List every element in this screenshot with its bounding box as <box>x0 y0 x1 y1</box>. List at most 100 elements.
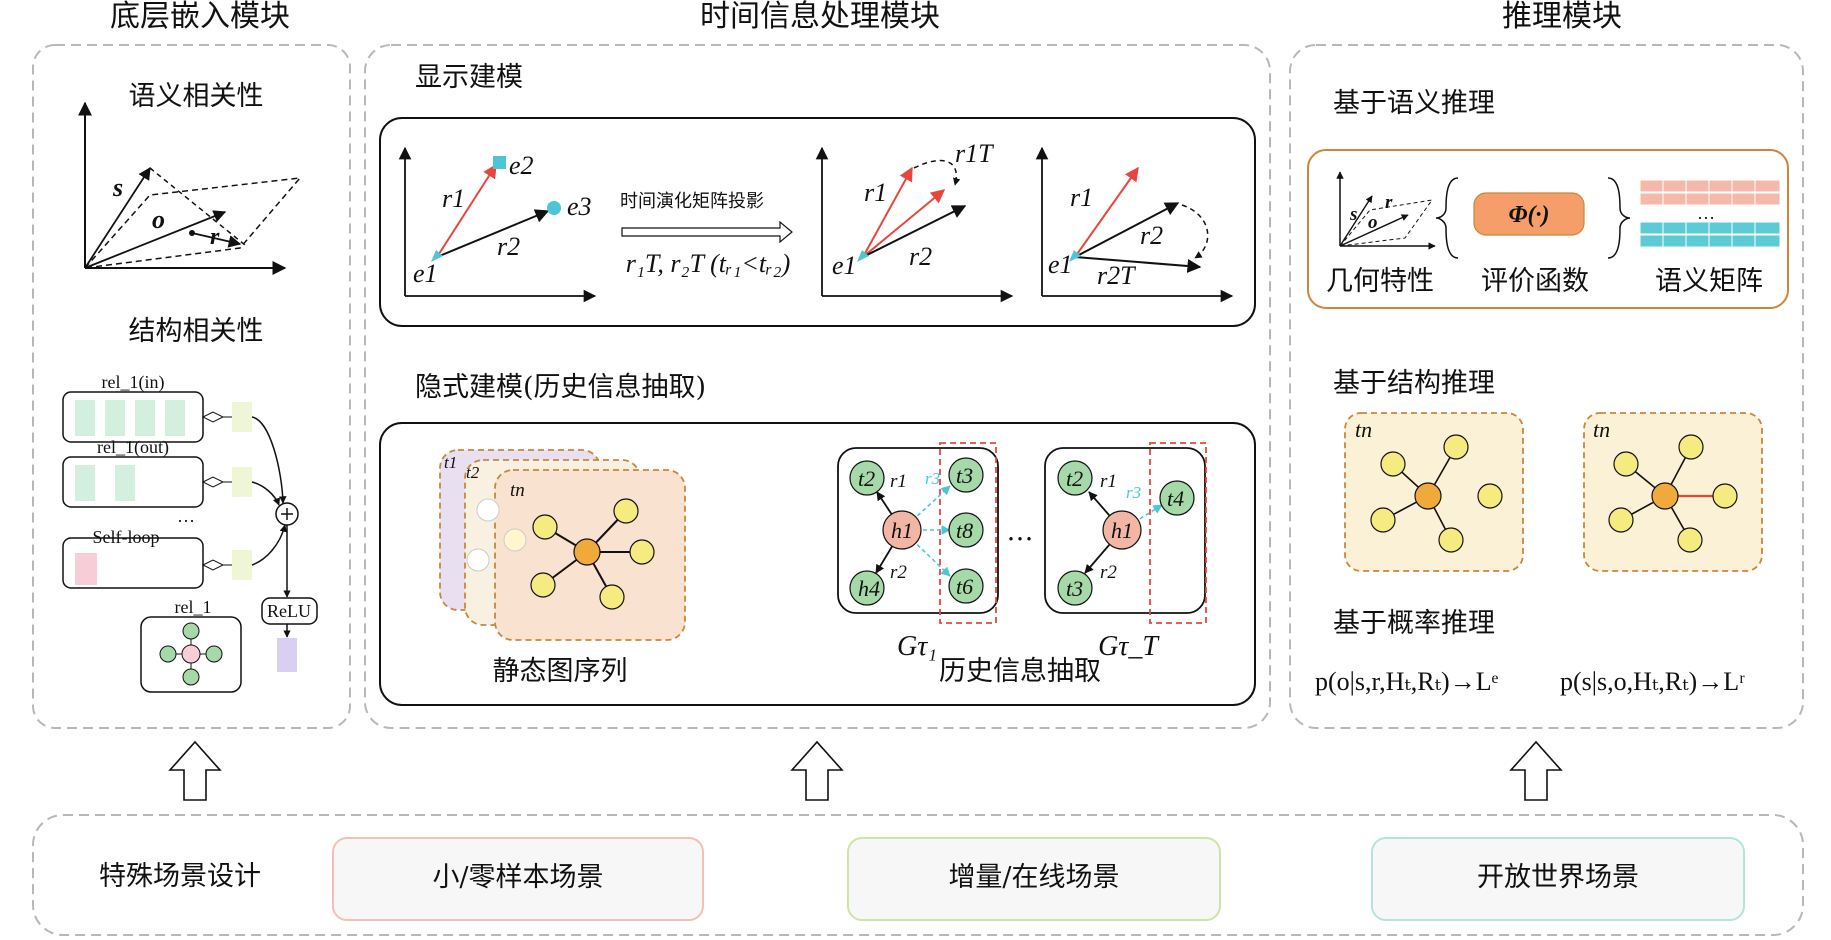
projection-formula: r₁T, r₂T (tᵣ₁<tᵣ₂) <box>626 249 791 278</box>
r1-label: r1 <box>442 184 465 213</box>
semantic-reasoning-title: 基于语义推理 <box>1333 88 1495 119</box>
rel-in-label: rel_1(in) <box>102 372 165 393</box>
g1-t2-label: t2 <box>858 466 875 491</box>
explicit-modeling-title: 显示建模 <box>415 62 523 93</box>
g-tau-T-label: Gτ_T <box>1098 631 1160 662</box>
tn-label: tn <box>510 480 525 501</box>
t2-label: t2 <box>466 463 480 482</box>
r1T-label: r1T <box>955 139 994 168</box>
history-ellipsis: … <box>1007 516 1034 547</box>
phi-label: Φ(·) <box>1509 202 1550 228</box>
explicit-plot-initial <box>398 146 597 303</box>
projection-arrow <box>621 220 793 244</box>
semantic-correlation-title: 语义相关性 <box>129 81 264 112</box>
r2-label-3: r2 <box>1140 221 1163 250</box>
gT-t3-label: t3 <box>1066 576 1083 601</box>
history-graph-T <box>1044 442 1207 624</box>
e1-label: e1 <box>413 259 438 288</box>
geo-o-label: o <box>1368 212 1378 233</box>
r1-label-2: r1 <box>864 178 887 207</box>
relation-loss-formula: p(s|s,o,Hₜ,Rₜ)→Lʳ <box>1560 667 1745 696</box>
t1-label: t1 <box>444 453 457 472</box>
geo-s-label: s <box>1349 204 1357 225</box>
structure-graph-1 <box>1344 412 1524 572</box>
bottom-module-title: 底层嵌入模块 <box>110 0 290 34</box>
up-arrow-reasoning <box>1509 740 1563 801</box>
e1-label-3: e1 <box>1048 250 1073 279</box>
g1-t6-label: t6 <box>956 574 973 599</box>
scene-open-world <box>1371 837 1745 921</box>
g1-h4-label: h4 <box>858 576 880 601</box>
semantic-vector-plot <box>78 101 302 275</box>
bottom-module-panel <box>32 44 351 729</box>
scene-incremental-label: 增量/在线场景 <box>948 862 1119 893</box>
gT-h1-label: h1 <box>1111 518 1133 543</box>
explicit-modeling-box <box>379 117 1256 327</box>
history-extraction-label: 历史信息抽取 <box>939 656 1101 687</box>
sg2-tn-label: tn <box>1593 417 1610 442</box>
phi-box <box>1473 192 1585 236</box>
scene-open-world-label: 开放世界场景 <box>1477 862 1639 893</box>
scene-few-shot-label: 小/零样本场景 <box>432 862 603 893</box>
projection-label: 时间演化矩阵投影 <box>620 191 764 211</box>
g1-r2-label: r2 <box>890 562 907 583</box>
up-arrow-temporal <box>790 740 844 801</box>
rel-out-label: rel_1(out) <box>97 437 169 458</box>
special-scene-panel <box>32 814 1804 936</box>
self-loop-label: Self-loop <box>93 527 160 547</box>
g1-t8-label: t8 <box>956 518 973 543</box>
vector-s-label: s <box>112 173 123 202</box>
static-graph-sequence <box>439 449 686 641</box>
structure-reasoning-title: 基于结构推理 <box>1333 368 1495 399</box>
g1-h1-label: h1 <box>891 518 913 543</box>
vector-r-label: r <box>210 224 220 250</box>
structure-graph-2 <box>1583 412 1763 572</box>
semantic-matrix-label: 语义矩阵 <box>1655 266 1763 297</box>
explicit-plot-rotated <box>815 146 1014 303</box>
explicit-plot-final <box>1035 146 1234 303</box>
vector-o-label: o <box>152 205 165 234</box>
r2T-label: r2T <box>1097 261 1136 290</box>
gT-t4-label: t4 <box>1167 486 1184 511</box>
left-brace <box>1435 177 1459 259</box>
geometric-property-label: 几何特性 <box>1326 266 1434 297</box>
gT-t2-label: t2 <box>1066 466 1083 491</box>
gT-r3-label: r3 <box>1126 483 1141 502</box>
g1-r1-label: r1 <box>890 471 907 492</box>
right-brace <box>1607 177 1631 259</box>
relations-ellipsis: … <box>177 506 195 526</box>
gT-r1-label: r1 <box>1100 471 1117 492</box>
g1-t3-label: t3 <box>956 463 973 488</box>
structure-correlation-title: 结构相关性 <box>129 316 264 347</box>
semantic-matrix <box>1639 179 1781 248</box>
e2-label: e2 <box>509 151 534 180</box>
history-graph-1 <box>837 442 999 624</box>
evaluation-function-label: 评价函数 <box>1481 266 1589 297</box>
matrix-ellipsis: … <box>1697 203 1715 223</box>
implicit-modeling-title: 隐式建模(历史信息抽取) <box>415 372 706 403</box>
e1-label-2: e1 <box>832 251 857 280</box>
sg1-tn-label: tn <box>1355 417 1372 442</box>
temporal-module-panel <box>364 44 1271 729</box>
gT-r2-label: r2 <box>1100 562 1117 583</box>
relation-aggregation <box>62 391 318 693</box>
g1-r3-label: r3 <box>925 469 940 488</box>
entity-loss-formula: p(o|s,r,Hₜ,Rₜ)→Lᵉ <box>1315 667 1499 696</box>
up-arrow-bottom <box>168 740 222 801</box>
temporal-module-title: 时间信息处理模块 <box>700 0 940 34</box>
r2-label-2: r2 <box>909 242 932 271</box>
scene-incremental <box>847 837 1221 921</box>
static-graph-sequence-label: 静态图序列 <box>493 656 628 687</box>
scene-few-shot <box>332 837 704 921</box>
probability-reasoning-title: 基于概率推理 <box>1333 608 1495 639</box>
r1-label-3: r1 <box>1070 183 1093 212</box>
relu-label: ReLU <box>267 601 311 621</box>
rel-1-graph-label: rel_1 <box>175 597 212 617</box>
r2-label: r2 <box>497 232 520 261</box>
geometric-mini-plot <box>1336 171 1436 250</box>
e3-label: e3 <box>567 192 592 221</box>
reasoning-module-title: 推理模块 <box>1502 0 1622 34</box>
special-scene-title: 特殊场景设计 <box>99 861 261 892</box>
g-tau-1-label: Gτ₁ <box>897 631 937 662</box>
geo-r-label: r <box>1385 192 1393 213</box>
